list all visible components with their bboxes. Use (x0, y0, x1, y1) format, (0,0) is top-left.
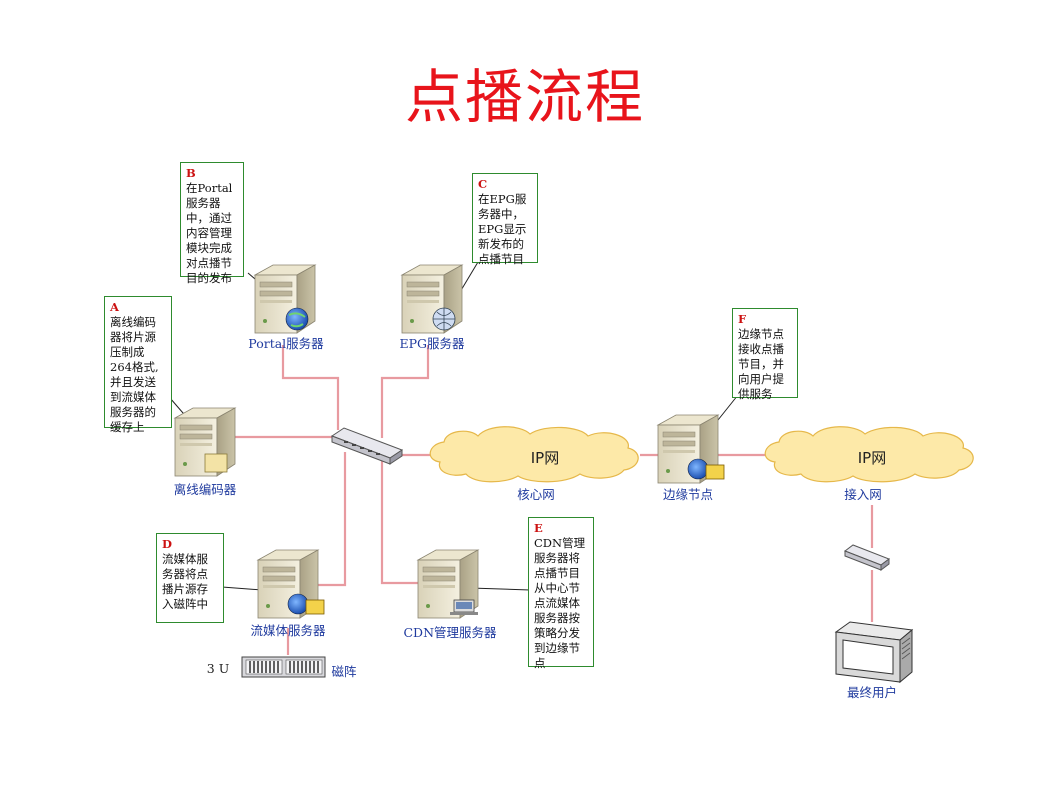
cdn-server-icon (417, 549, 479, 619)
epg-server-icon (401, 264, 463, 334)
link-cdn-switch (380, 455, 418, 585)
note-f: F 边缘节点接收点播节目，并向用户提供服务 (732, 308, 798, 401)
cloud-access (764, 426, 974, 483)
cloud-core (429, 426, 639, 483)
label-stream-server: 流媒体服务器 (250, 623, 326, 638)
link-portal-switch (281, 345, 340, 430)
page-title: 点播流程 (404, 63, 645, 131)
link-stream-switch (318, 452, 347, 587)
label-end-user: 最终用户 (846, 685, 898, 700)
label-portal-server: Portal服务器 (248, 336, 324, 351)
disk-array-icon (241, 656, 326, 678)
note-a: A 离线编码器将片源压制成264格式, 并且发送到流媒体服务器的缓存上 (104, 296, 172, 434)
note-b: B 在Portal服务器中，通过内容管理模块完成对点播节目的发布 (180, 162, 244, 285)
cloud-access-label: IP网 (857, 449, 887, 467)
label-epg-server: EPG服务器 (399, 336, 465, 351)
note-e: E CDN管理服务器将点播节目从中心节点流媒体服务器按策略分发到边缘节点 (528, 517, 594, 670)
label-disk-array: 磁阵 (331, 664, 357, 679)
note-c: C 在EPG服务器中，EPG显示新发布的点播节目 (472, 173, 538, 266)
label-core-network: 核心网 (517, 487, 555, 502)
note-d: D 流媒体服务器将点播片源存入磁阵中 (156, 533, 224, 623)
portal-server-icon (254, 264, 316, 334)
stream-server-icon (257, 549, 325, 619)
access-hub-icon (843, 544, 891, 571)
label-disk-size: 3 U (206, 661, 230, 676)
network-links (233, 345, 874, 655)
core-switch-icon (330, 427, 404, 465)
label-access-network: 接入网 (844, 487, 882, 502)
label-encoder: 离线编码器 (173, 482, 237, 497)
encoder-server-icon (174, 407, 236, 477)
edge-server-icon (657, 414, 725, 484)
label-cdn-server: CDN管理服务器 (403, 625, 497, 640)
label-edge-node: 边缘节点 (662, 487, 714, 502)
end-user-monitor-icon (834, 621, 914, 684)
cloud-core-label: IP网 (530, 449, 560, 467)
link-epg-switch (380, 345, 430, 438)
